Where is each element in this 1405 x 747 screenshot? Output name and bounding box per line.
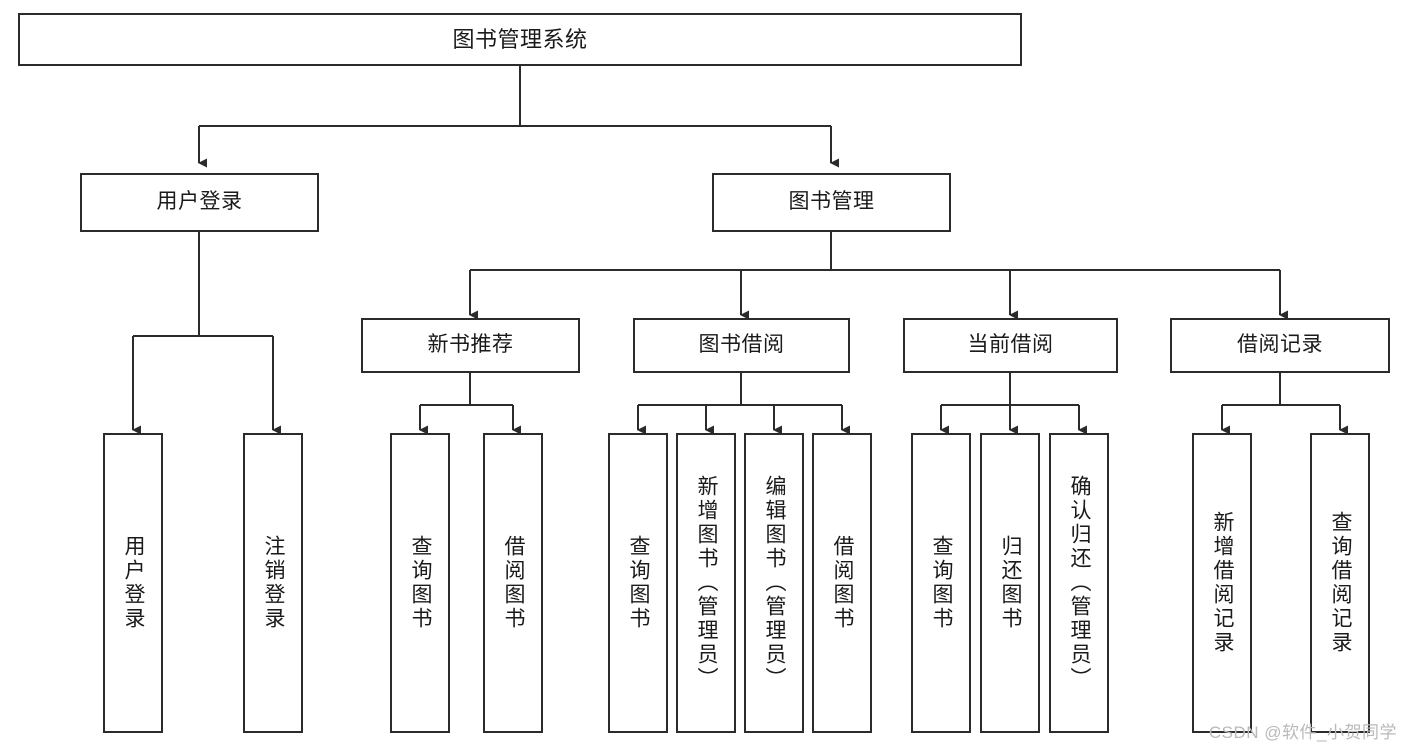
node-label: 查询图书	[409, 535, 433, 631]
node-leaf-query-borrow-record[interactable]: 查询借阅记录	[1310, 433, 1370, 733]
node-label: 新增图书（管理员）	[695, 475, 719, 691]
node-label: 图书借阅	[698, 333, 785, 357]
node-leaf-query-book-recommend[interactable]: 查询图书	[390, 433, 450, 733]
node-current-borrow[interactable]: 当前借阅	[903, 318, 1118, 373]
node-leaf-add-borrow-record[interactable]: 新增借阅记录	[1192, 433, 1252, 733]
node-book-borrow[interactable]: 图书借阅	[633, 318, 850, 373]
csdn-watermark: CSDN @软件_小贺同学	[1208, 723, 1397, 742]
node-leaf-edit-book-admin[interactable]: 编辑图书（管理员）	[744, 433, 804, 733]
node-label: 注销登录	[262, 535, 286, 631]
node-leaf-confirm-return-admin[interactable]: 确认归还（管理员）	[1049, 433, 1109, 733]
node-leaf-borrow-book-recommend[interactable]: 借阅图书	[483, 433, 543, 733]
node-label: 借阅记录	[1237, 333, 1323, 357]
node-label: 图书管理	[788, 190, 875, 214]
node-label: 图书管理系统	[452, 26, 588, 52]
node-label: 当前借阅	[967, 333, 1054, 357]
node-label: 查询借阅记录	[1329, 511, 1353, 655]
node-leaf-user-login[interactable]: 用户登录	[103, 433, 163, 733]
node-book-management[interactable]: 图书管理	[712, 173, 951, 232]
node-label: 用户登录	[156, 190, 243, 214]
node-borrow-record[interactable]: 借阅记录	[1170, 318, 1390, 373]
node-label: 确认归还（管理员）	[1068, 475, 1092, 691]
node-label: 用户登录	[122, 535, 146, 631]
node-root-book-management-system[interactable]: 图书管理系统	[18, 13, 1022, 66]
node-label: 借阅图书	[831, 535, 855, 631]
node-user-login[interactable]: 用户登录	[80, 173, 319, 232]
node-new-book-recommend[interactable]: 新书推荐	[361, 318, 580, 373]
node-label: 查询图书	[627, 535, 651, 631]
node-label: 查询图书	[930, 535, 954, 631]
node-label: 编辑图书（管理员）	[763, 475, 787, 691]
node-leaf-lend-book[interactable]: 借阅图书	[812, 433, 872, 733]
node-leaf-query-book-borrow[interactable]: 查询图书	[608, 433, 668, 733]
node-leaf-add-book-admin[interactable]: 新增图书（管理员）	[676, 433, 736, 733]
node-label: 归还图书	[999, 535, 1023, 631]
node-label: 借阅图书	[502, 535, 526, 631]
node-leaf-return-book[interactable]: 归还图书	[980, 433, 1040, 733]
node-leaf-query-book-current[interactable]: 查询图书	[911, 433, 971, 733]
node-leaf-logout[interactable]: 注销登录	[243, 433, 303, 733]
node-label: 新增借阅记录	[1211, 511, 1235, 655]
node-label: 新书推荐	[427, 333, 514, 357]
